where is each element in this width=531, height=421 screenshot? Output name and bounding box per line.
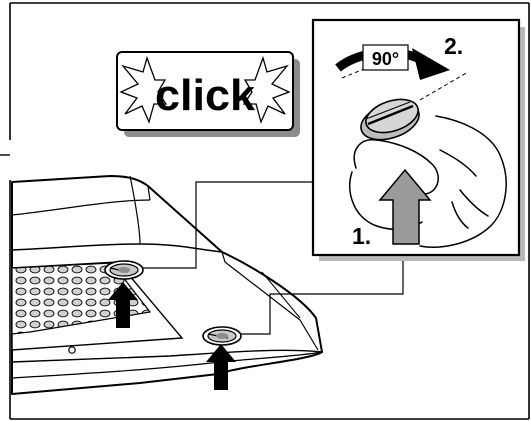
click-label: click [155, 71, 256, 120]
screw-icon [69, 347, 75, 353]
fastener-left [105, 261, 143, 279]
fastener-right [203, 327, 241, 345]
rotation-angle-label: 90° [372, 49, 399, 69]
click-callout: click [117, 52, 300, 137]
step-1-label: 1. [352, 223, 371, 249]
step-2-label: 2. [444, 33, 463, 59]
detail-panel: 90° 2. 1. [313, 20, 525, 261]
